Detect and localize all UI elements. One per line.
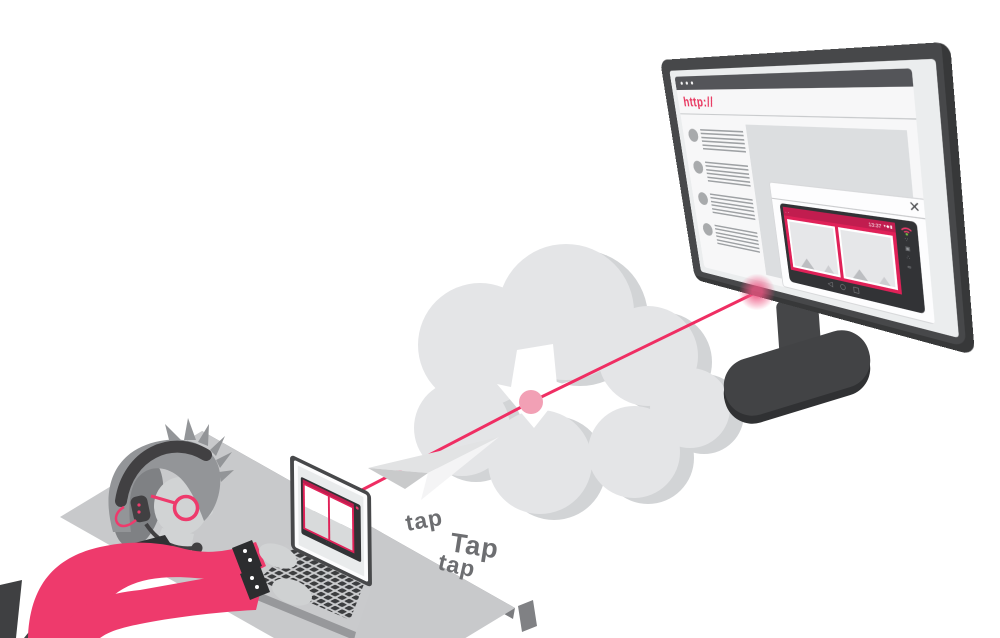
hand: [272, 578, 312, 606]
hand: [259, 543, 297, 569]
avatar: [697, 191, 709, 206]
nav-recents-button[interactable]: □: [852, 283, 860, 295]
tablet-screen: · · 13:37 ▾◆▮ ◁ ○ □: [782, 206, 903, 306]
nav-home-button[interactable]: ○: [839, 281, 847, 292]
tap-sfx-text: tap: [403, 504, 444, 536]
text-lines: [709, 193, 756, 221]
window-dot-icon: [680, 81, 684, 85]
window-dot-icon: [690, 81, 694, 85]
avatar: [687, 128, 700, 143]
photo-thumbnail[interactable]: [787, 219, 841, 278]
laptop-deck-edge: [242, 586, 356, 638]
text-lines: [700, 129, 746, 153]
person: [28, 418, 312, 638]
cloud: [414, 244, 744, 520]
status-icons: ▾◆▮: [883, 223, 894, 230]
side-icon: ∴: [906, 255, 911, 263]
headset-band: [115, 440, 212, 507]
download-arrow-icon: [497, 344, 571, 428]
earcup-dot: [137, 510, 141, 514]
monitor-base: [723, 330, 871, 416]
url-text: http://: [682, 93, 715, 110]
earcup-dot: [137, 503, 141, 507]
paper-plane-icon: [368, 437, 499, 500]
hair-spikes: [165, 418, 234, 482]
photo-icon: [789, 221, 839, 275]
data-line-cloud-to-monitor: [530, 290, 758, 404]
side-icon: ≈: [906, 264, 913, 272]
monitor-connection-dot: [739, 274, 775, 310]
headset-wire: [114, 505, 137, 528]
notification-dots-icon: · ·: [784, 208, 790, 215]
text-lines: [704, 161, 751, 187]
avatar: [702, 222, 714, 237]
sleeve-cuff: [232, 540, 262, 574]
photo-thumbnail[interactable]: [837, 227, 899, 291]
list-item[interactable]: [687, 128, 746, 153]
glasses: [172, 494, 200, 522]
cuff-dot: [248, 558, 252, 562]
cuff-dot: [243, 549, 247, 553]
headset-earcup: [130, 495, 151, 523]
side-icon: ▣: [904, 246, 911, 254]
wifi-icon: [899, 225, 912, 236]
cloud-node-dot: [519, 390, 543, 414]
side-icon: ∵: [904, 237, 909, 245]
window-dot-icon: [685, 81, 689, 85]
close-icon[interactable]: ✕: [908, 199, 922, 217]
monitor-stand: [723, 299, 871, 424]
desk-leg: [518, 600, 537, 632]
sleeve-cuff: [240, 566, 270, 600]
mini-tablet-preview: · · ·: [300, 476, 362, 563]
mini-wifi-icon: [355, 505, 359, 510]
status-time: 13:37: [868, 220, 882, 229]
list-item[interactable]: [692, 160, 751, 187]
avatar: [692, 160, 704, 175]
photo-icon: [840, 229, 896, 288]
microphone-icon: [191, 542, 203, 554]
mini-side-bezel: [355, 504, 359, 559]
forearm: [58, 573, 262, 638]
cuff-dot: [255, 585, 259, 589]
text-lines: [714, 224, 760, 253]
list-item[interactable]: [697, 191, 756, 221]
glasses-temple: [150, 494, 176, 505]
cuff-dot: [250, 576, 254, 580]
list-item[interactable]: [702, 222, 760, 253]
tablet-preview: · · 13:37 ▾◆▮ ◁ ○ □: [779, 203, 926, 315]
nav-back-button[interactable]: ◁: [827, 278, 834, 289]
